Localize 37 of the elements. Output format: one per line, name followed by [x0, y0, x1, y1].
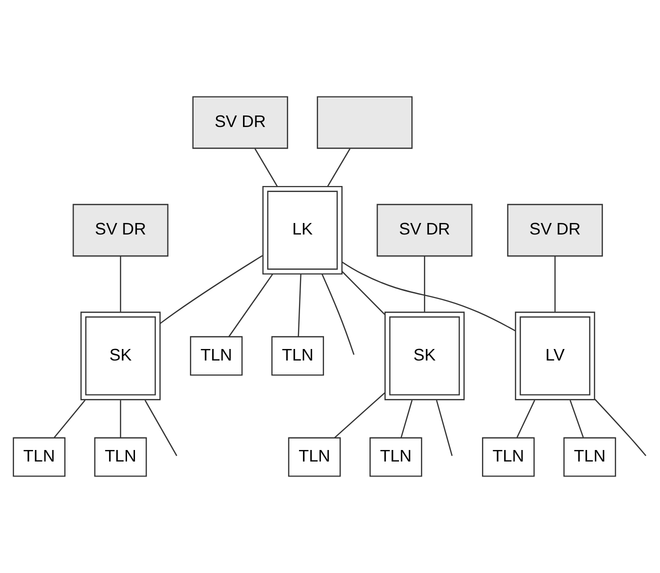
node-box: SK	[80, 312, 161, 400]
connector	[400, 400, 413, 438]
connector	[160, 255, 263, 324]
node-box: SV DR	[376, 204, 472, 257]
connector	[424, 256, 426, 312]
node-box: SV DR	[72, 204, 168, 257]
connector	[436, 400, 453, 456]
node-box: TLN	[271, 336, 324, 376]
connector	[327, 148, 350, 187]
connector	[144, 400, 178, 456]
connector	[120, 400, 122, 438]
node-box: TLN	[94, 437, 147, 477]
connector	[321, 274, 354, 355]
connector	[120, 256, 122, 312]
connector	[554, 256, 556, 312]
connector	[254, 148, 278, 187]
connector	[342, 271, 386, 315]
connector	[298, 274, 302, 337]
connector	[228, 274, 274, 338]
node-box: SV DR	[192, 96, 288, 149]
node-box: TLN	[190, 336, 243, 376]
node-box: TLN	[370, 437, 422, 477]
connector	[54, 400, 86, 438]
node-box: TLN	[482, 437, 535, 477]
connector	[334, 392, 386, 438]
node-box: LV	[514, 312, 596, 400]
node-box: SK	[384, 312, 465, 400]
connector	[570, 400, 584, 438]
node-box: TLN	[288, 437, 341, 477]
node-box	[316, 96, 413, 149]
node-box: TLN	[12, 437, 66, 477]
node-box: SV DR	[507, 204, 603, 257]
connector	[594, 398, 646, 456]
connector	[516, 400, 536, 438]
connector	[342, 261, 516, 332]
node-box: TLN	[563, 437, 616, 477]
node-box: LK	[262, 186, 343, 275]
